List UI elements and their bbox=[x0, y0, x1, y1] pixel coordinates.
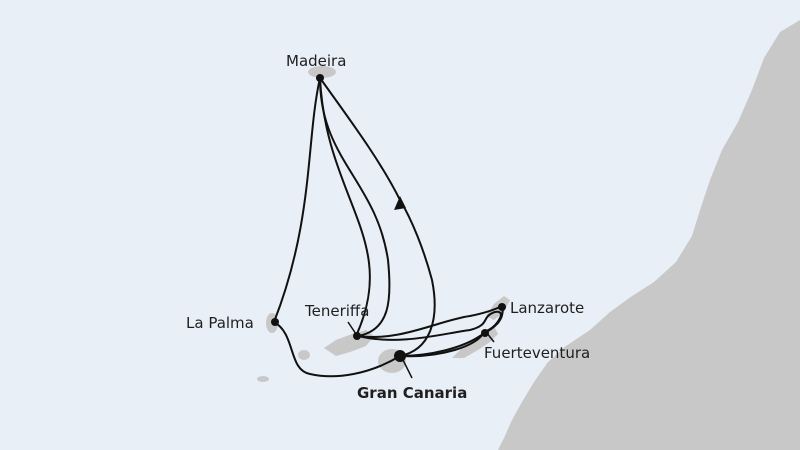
route-lines bbox=[273, 77, 504, 378]
route-madeira-teneriffa-2 bbox=[319, 77, 391, 337]
island-la-gomera bbox=[298, 350, 310, 360]
route-madeira-la-palma bbox=[273, 77, 321, 323]
port-marker-fuerteventura bbox=[481, 329, 489, 337]
port-marker-lanzarote bbox=[498, 303, 506, 311]
port-label-madeira: Madeira bbox=[286, 52, 346, 70]
leader-line-teneriffa bbox=[347, 321, 357, 335]
port-marker-gran-canaria bbox=[394, 350, 406, 362]
port-marker-madeira bbox=[316, 74, 324, 82]
route-la-palma-gran-canaria bbox=[273, 321, 401, 378]
route-gran-canaria-madeira bbox=[319, 77, 436, 357]
port-label-fuerteventura: Fuerteventura bbox=[484, 344, 590, 362]
leader-line-gran-canaria bbox=[401, 357, 413, 379]
island-madeira bbox=[308, 66, 336, 78]
port-marker-la-palma bbox=[271, 318, 279, 326]
port-label-la-palma: La Palma bbox=[186, 314, 254, 332]
port-label-gran-canaria: Gran Canaria bbox=[357, 384, 467, 402]
port-label-teneriffa: Teneriffa bbox=[304, 302, 369, 320]
route-teneriffa-lanzarote bbox=[357, 305, 503, 338]
island-el-hierro bbox=[257, 376, 269, 382]
mainland-africa bbox=[498, 20, 800, 450]
direction-arrow-icon bbox=[394, 196, 406, 210]
port-marker-teneriffa bbox=[353, 332, 361, 340]
port-label-lanzarote: Lanzarote bbox=[510, 299, 584, 317]
route-lanzarote-gran-canaria bbox=[399, 305, 504, 357]
